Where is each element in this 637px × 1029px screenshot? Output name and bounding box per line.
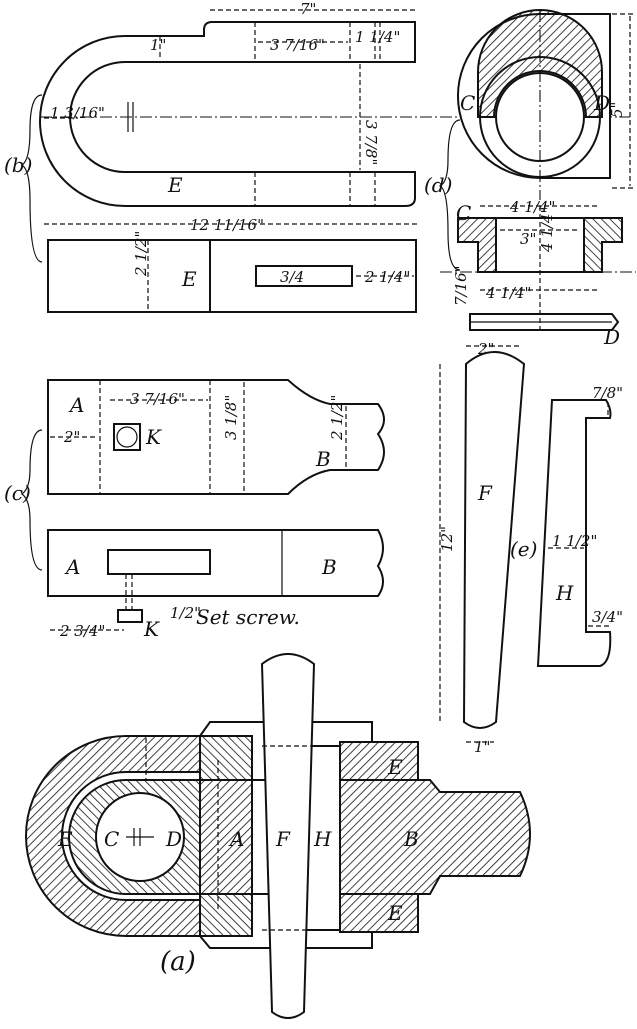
label-c-assembly: C [104, 827, 119, 851]
label-view-c: (c) [4, 481, 31, 505]
dim-rod-length: 3 7/16" [130, 390, 185, 408]
dim-cotter-length: 12" [438, 526, 456, 552]
dim-rod-neck: 2 1/2" [328, 395, 346, 441]
label-h-assembly: H [313, 827, 332, 851]
label-b-side: B [321, 555, 337, 579]
dim-rod-height: 3 1/8" [222, 395, 240, 440]
dim-brass-height: 5" [608, 102, 626, 118]
dim-strap-thickness: 1" [150, 36, 166, 54]
dim-strap-end: 1 1/4" [355, 28, 400, 46]
label-f-cotter: F [477, 481, 493, 505]
label-a-side: A [64, 555, 80, 579]
label-e-strap: E [167, 173, 183, 197]
label-view-b: (b) [4, 153, 32, 177]
label-view-e: (e) [510, 537, 537, 561]
dim-strap-left: 1 3/16" [50, 104, 105, 122]
label-k-plan: K [145, 425, 162, 449]
dim-gib-top: 7/8" [592, 384, 623, 402]
dim-slot: 3/4 [280, 268, 304, 286]
dim-slot-offset: 2 1/4" [364, 268, 410, 286]
assembly-view: E C D A F H B E E (a) [25, 653, 531, 1019]
label-b-assembly: B [403, 827, 419, 851]
label-d-assembly: D [165, 827, 182, 851]
dim-strap-width: 2 1/2" [132, 231, 150, 277]
gib-view: 7/8" 1 1/2" 3/4" H [536, 384, 623, 667]
label-e-bottom-assembly: E [387, 901, 403, 925]
brass-end-view: 5" C D [457, 9, 636, 200]
label-e-assembly: E [57, 827, 73, 851]
label-b-plan: B [315, 447, 331, 471]
dim-screw-size: 1/2" [170, 604, 201, 622]
strap-side-view: 2 1/2" 3/4 2 1/4" E [47, 231, 417, 313]
label-view-a: (a) [160, 947, 196, 977]
label-k-side: K [143, 617, 160, 641]
dim-brass-top: 4 1/4" [509, 198, 555, 216]
label-a-assembly: A [228, 827, 244, 851]
dim-brass-side: 4 1/4" [538, 207, 556, 253]
label-f-assembly: F [275, 827, 291, 851]
label-c-end: C [460, 91, 475, 115]
rod-end-plan-view: 3 7/16" 2" 3 1/8" 2 1/2" A K B (c) [4, 379, 385, 571]
dim-rod-k: 2" [63, 428, 80, 446]
label-e-side: E [181, 267, 197, 291]
dim-brass-bore: 3" [520, 230, 536, 248]
dim-strap-gap: 3 7/8" [362, 120, 380, 165]
label-view-d: (d) [424, 173, 452, 197]
dim-brass-flange: 7/16" [452, 265, 470, 306]
rod-end-side-view: 2 3/4" 1/2" Set screw. A B K [47, 529, 384, 641]
dim-gib-width: 1 1/2" [552, 532, 597, 550]
dim-cotter-top: 2" [477, 340, 494, 358]
label-c-section: C [456, 201, 471, 225]
dim-gib-bottom: 3/4" [592, 608, 623, 626]
dim-brass-bottom: 4 1/4" [485, 284, 531, 302]
label-h-gib: H [555, 581, 574, 605]
label-a-plan: A [68, 393, 84, 417]
dim-screw-offset: 2 3/4" [59, 622, 105, 640]
dim-strap-inner: 3 7/16" [270, 36, 325, 54]
label-d-section: D [603, 325, 620, 349]
label-d-end: D [593, 91, 610, 115]
label-e-top-assembly: E [387, 755, 403, 779]
label-set-screw: Set screw. [196, 605, 300, 629]
dim-strap-total: 12 11/16" [190, 216, 264, 234]
dim-strap-length: 7" [300, 0, 316, 18]
dim-cotter-bottom: 1" [474, 738, 490, 756]
brass-section-view: 4 1/4" 3" 4 1/4" 4 1/4" 7/16" C D (d) [424, 119, 636, 349]
cotter-view: 2" 12" 1" F (e) [438, 340, 537, 756]
